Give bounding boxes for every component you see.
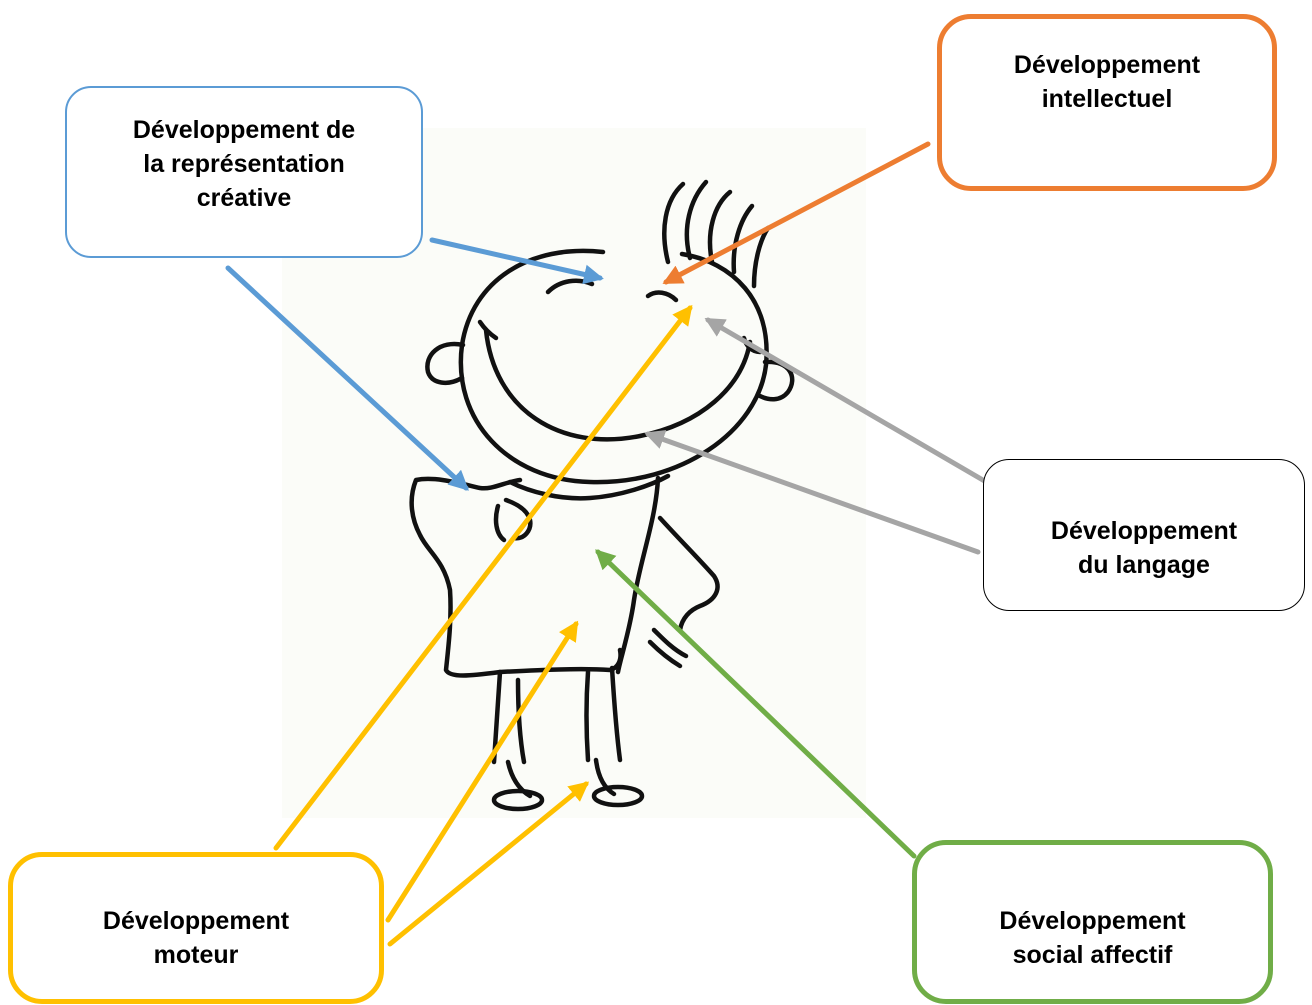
arrow-creative-head: [429, 237, 604, 285]
label-creative-development: Développement de la représentation créat…: [65, 86, 423, 258]
foot-left: [491, 788, 545, 812]
label-social-affective-development: Développement social affectif: [912, 840, 1273, 1004]
arrow-motor-head: [273, 304, 693, 851]
arrow-motor-legs: [387, 781, 590, 947]
hair-strand: [707, 189, 733, 265]
arrow-motor-body: [385, 620, 579, 923]
arm-right: [657, 515, 720, 633]
arrow-creative-arm: [225, 265, 469, 491]
label-language-development: Développement du langage: [983, 459, 1305, 611]
label-motor-development: Développement moteur: [8, 852, 384, 1004]
smile-dimple: [477, 319, 499, 341]
hand-right: [647, 627, 689, 669]
leg-right: [593, 757, 617, 797]
eye-right: [645, 290, 679, 303]
hair-strand: [684, 179, 709, 261]
head-outline: [458, 248, 769, 485]
ear-left: [425, 341, 466, 386]
hair-strand: [731, 203, 755, 275]
arrow-social: [595, 549, 917, 859]
arm-left-2: [493, 503, 507, 543]
arrow-language-eye: [704, 317, 1003, 493]
shirt-side: [615, 475, 661, 675]
leg-left: [505, 759, 533, 799]
shorts-right: [584, 665, 623, 763]
hair-strand: [662, 181, 686, 265]
smile: [483, 327, 753, 442]
foot-right: [591, 784, 645, 808]
shirt-collar: [507, 473, 671, 501]
arrow-language-mouth: [644, 429, 981, 555]
label-intellectual-development: Développement intellectuel: [937, 14, 1277, 191]
arrow-intellect: [662, 141, 931, 285]
